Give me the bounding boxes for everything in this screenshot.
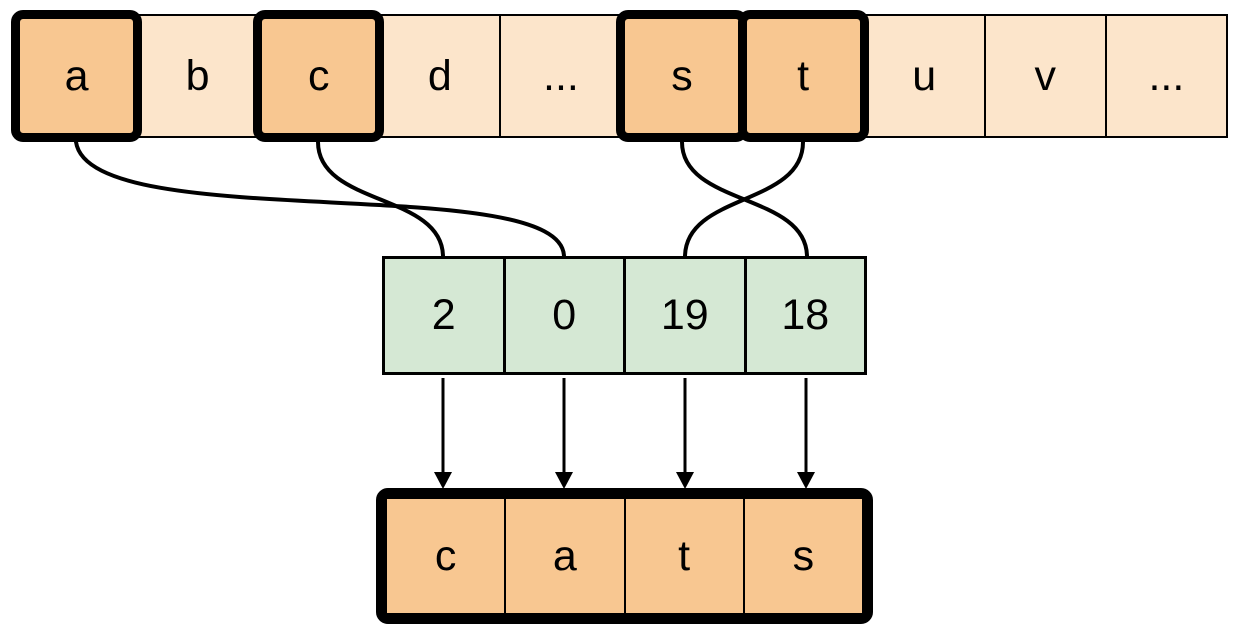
result-cell-a: a: [504, 497, 626, 615]
alphabet-cell-v: v: [983, 14, 1107, 138]
alphabet-cell-c: c: [253, 10, 385, 142]
cell-label: b: [185, 51, 210, 100]
cell-label: t: [797, 51, 810, 100]
result-cell-s: s: [742, 497, 864, 615]
index-cell-19: 19: [623, 256, 747, 375]
alphabet-cell-s: s: [616, 10, 748, 142]
cell-label: ...: [1148, 51, 1185, 100]
cell-label: s: [671, 51, 693, 100]
cell-label: s: [792, 531, 815, 580]
alphabet-cell-a: a: [10, 10, 143, 142]
curve-c-to-index-2: [316, 140, 445, 259]
cell-label: 0: [552, 291, 577, 339]
cell-label: 19: [660, 291, 709, 339]
cell-label: a: [552, 531, 577, 580]
alphabet-cell-u: u: [862, 14, 986, 138]
cell-label: t: [678, 531, 691, 580]
alphabet-cell-t: t: [737, 10, 869, 142]
curve-a-to-index-0: [74, 140, 566, 259]
cell-label: u: [912, 51, 937, 100]
index-array: 2 0 19 18: [382, 256, 867, 375]
cell-label: v: [1034, 51, 1057, 100]
index-cell-18: 18: [743, 256, 867, 375]
cell-label: c: [434, 531, 457, 580]
cell-label: d: [427, 51, 452, 100]
cell-label: a: [64, 51, 89, 100]
result-cell-c: c: [385, 497, 507, 615]
result-cell-t: t: [623, 497, 745, 615]
alphabet-cell-ellipsis-1: ...: [499, 14, 623, 138]
alphabet-array: a b c d ... s t u v ...: [10, 10, 1228, 142]
cell-label: ...: [543, 51, 579, 100]
alphabet-cell-ellipsis-2: ...: [1104, 14, 1228, 138]
cell-label: 2: [431, 291, 456, 339]
result-array: c a t s: [376, 488, 873, 624]
index-cell-2: 2: [382, 256, 506, 375]
curve-t-to-index-19: [683, 140, 805, 259]
curve-s-to-index-18: [680, 140, 809, 259]
alphabet-cell-b: b: [136, 14, 260, 138]
cell-label: c: [307, 51, 330, 100]
index-cell-0: 0: [502, 256, 626, 375]
cell-label: 18: [781, 291, 830, 339]
alphabet-cell-d: d: [378, 14, 502, 138]
